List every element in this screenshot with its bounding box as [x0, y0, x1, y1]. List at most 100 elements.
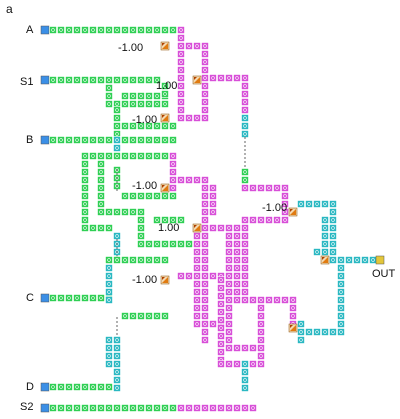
cell-mark: [203, 68, 207, 72]
wire-cell: [297, 336, 305, 344]
cell-mark: [339, 322, 343, 326]
wire-cell: [113, 384, 121, 392]
wire-cell: [113, 106, 121, 114]
cell-mark: [307, 202, 311, 206]
cell-mark: [123, 28, 127, 32]
cell-mark: [291, 306, 295, 310]
wire-cell: [265, 184, 273, 192]
cell-mark: [115, 234, 119, 238]
wire-cell: [337, 264, 345, 272]
wire-cell: [129, 404, 137, 412]
cell-mark: [115, 154, 119, 158]
wire-cell: [209, 200, 217, 208]
cell-mark: [227, 406, 231, 410]
wire-cell: [209, 224, 217, 232]
wire-cell: [105, 26, 113, 34]
wire-cell: [121, 76, 129, 84]
cell-mark: [203, 282, 207, 286]
connector-dot: [116, 317, 118, 319]
cell-mark: [155, 94, 159, 98]
wire-cell: [353, 256, 361, 264]
cell-mark: [91, 226, 95, 230]
cell-mark: [155, 314, 159, 318]
wire-cell: [137, 192, 145, 200]
wire-cell: [241, 384, 249, 392]
cell-mark: [59, 406, 63, 410]
wire-cell: [201, 66, 209, 74]
cell-mark: [139, 258, 143, 262]
wire-cell: [225, 280, 233, 288]
cell-mark: [283, 186, 287, 190]
wire-cell: [153, 240, 161, 248]
wire-cell: [281, 216, 289, 224]
cell-mark: [235, 282, 239, 286]
wire-cell: [201, 336, 209, 344]
wire-cell: [105, 352, 113, 360]
cell-mark: [235, 274, 239, 278]
cell-mark: [203, 194, 207, 198]
cell-mark: [51, 296, 55, 300]
wire-cell: [65, 383, 73, 391]
wire-cell: [97, 294, 105, 302]
output-node-icon: [375, 255, 385, 265]
wire-cell: [201, 320, 209, 328]
cell-mark: [155, 28, 159, 32]
cell-mark: [243, 100, 247, 104]
cell-mark: [227, 290, 231, 294]
wire-cell: [241, 376, 249, 384]
wire-cell: [201, 288, 209, 296]
wire-cell: [81, 26, 89, 34]
cell-mark: [139, 210, 143, 214]
cell-mark: [203, 330, 207, 334]
wire-cell: [89, 152, 97, 160]
cell-mark: [235, 290, 239, 294]
wire-cell: [329, 208, 337, 216]
cell-mark: [203, 44, 207, 48]
cell-mark: [211, 186, 215, 190]
cell-mark: [243, 234, 247, 238]
cell-mark: [195, 234, 199, 238]
cell-mark: [163, 102, 167, 106]
cell-mark: [227, 242, 231, 246]
cell-mark: [195, 178, 199, 182]
wire-cell: [145, 312, 153, 320]
cell-mark: [243, 362, 247, 366]
wire-cell: [241, 106, 249, 114]
wire-cell: [81, 200, 89, 208]
wire-cell: [153, 100, 161, 108]
wire-cell: [225, 256, 233, 264]
cell-mark: [243, 370, 247, 374]
wire-cell: [145, 152, 153, 160]
weight-label: 1.00: [156, 80, 178, 92]
cell-mark: [339, 330, 343, 334]
wire-cell: [201, 114, 209, 122]
wire-cell: [177, 42, 185, 50]
wire-cell: [321, 232, 329, 240]
cell-mark: [307, 330, 311, 334]
wire-cell: [161, 136, 169, 144]
cell-mark: [83, 218, 87, 222]
wire-cell: [137, 232, 145, 240]
cell-mark: [171, 242, 175, 246]
wire-cell: [177, 114, 185, 122]
wire-cell: [137, 256, 145, 264]
wire-cell: [81, 224, 89, 232]
cell-mark: [59, 385, 63, 389]
cell-mark: [203, 108, 207, 112]
wire-cell: [65, 294, 73, 302]
cell-mark: [203, 60, 207, 64]
cell-mark: [139, 234, 143, 238]
wire-cell: [97, 136, 105, 144]
cell-mark: [115, 78, 119, 82]
wire-cell: [153, 256, 161, 264]
wire-cell: [113, 208, 121, 216]
cell-mark: [219, 226, 223, 230]
cell-mark: [147, 94, 151, 98]
cell-mark: [123, 102, 127, 106]
cell-mark: [147, 406, 151, 410]
wire-cell: [105, 288, 113, 296]
wire-cell: [177, 216, 185, 224]
wire-cell: [257, 336, 265, 344]
